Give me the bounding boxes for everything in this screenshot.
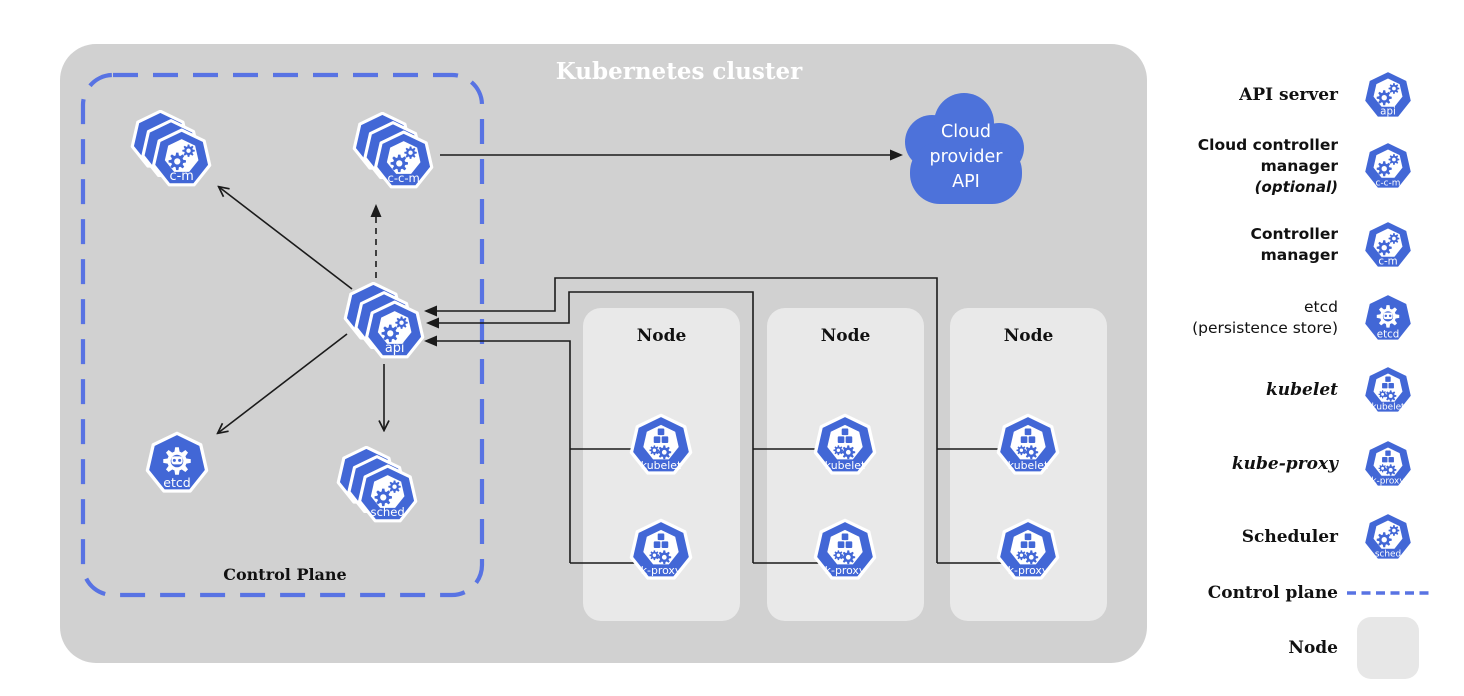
api-server-icon: api [1361, 68, 1415, 122]
legend-row-cloud-controller-manager: Cloud controller manager (optional) c-c-… [1180, 126, 1464, 206]
legend-label-line: manager [1260, 156, 1338, 175]
cloud-label-line1: Cloud [941, 122, 991, 142]
controller-manager-icon: c-m [1361, 218, 1415, 272]
legend-row-node: Node [1180, 608, 1464, 688]
legend-row-controller-manager: Controller manager c-m [1180, 205, 1464, 285]
legend-label-kube-proxy: kube-proxy [1231, 454, 1338, 474]
legend-row-scheduler: Scheduler sched [1180, 497, 1464, 577]
cloud-shape [910, 142, 1022, 204]
node-box-1: Node [583, 308, 740, 621]
legend-label-kubelet: kubelet [1266, 380, 1338, 400]
svg-text:etcd: etcd [1377, 328, 1399, 340]
node-label: Node [636, 326, 687, 346]
legend-label-line: Controller [1250, 225, 1338, 243]
node-label: Node [1003, 326, 1054, 346]
kubelet-icon: kubelet [1361, 363, 1415, 417]
legend-label-api-server: API server [1239, 85, 1338, 105]
legend-label-cloud-controller-manager: Cloud controller manager (optional) [1180, 135, 1338, 198]
legend-row-etcd: etcd (persistence store) etcd [1180, 278, 1464, 358]
legend-label-optional: (optional) [1254, 177, 1338, 196]
legend: API server api Cloud controller manager … [1180, 0, 1464, 696]
cloud-controller-manager-icon: c-c-m [1361, 139, 1415, 193]
svg-text:c-m: c-m [1378, 255, 1397, 267]
legend-label-scheduler: Scheduler [1241, 527, 1338, 547]
cloud-label-line2: provider [930, 147, 1004, 167]
control-plane-label: Control Plane [223, 565, 347, 584]
cluster-title: Kubernetes cluster [555, 58, 803, 85]
legend-label-node: Node [1288, 638, 1338, 658]
svg-text:api: api [1380, 105, 1396, 117]
legend-row-kubelet: kubelet kubelet [1180, 350, 1464, 430]
legend-row-api-server: API server api [1180, 55, 1464, 135]
scheduler-icon: sched [1361, 510, 1415, 564]
kube-proxy-icon: k-proxy [1361, 437, 1415, 491]
svg-text:k-proxy: k-proxy [1371, 476, 1404, 486]
legend-label-line: (persistence store) [1192, 319, 1338, 337]
legend-label-controller-manager: Controller manager [1180, 224, 1338, 266]
legend-label-line: manager [1260, 246, 1338, 264]
etcd-icon: etcd [1361, 291, 1415, 345]
legend-label-etcd: etcd (persistence store) [1180, 297, 1338, 339]
svg-text:kubelet: kubelet [1371, 402, 1405, 412]
node-swatch [1357, 617, 1419, 679]
node-box-3: Node [950, 308, 1107, 621]
legend-label-control-plane: Control plane [1207, 583, 1338, 603]
node-box-2: Node [767, 308, 924, 621]
legend-row-control-plane: Control plane [1180, 553, 1464, 633]
legend-label-line: Cloud controller [1197, 135, 1338, 154]
legend-row-kube-proxy: kube-proxy k-proxy [1180, 424, 1464, 504]
svg-text:c-c-m: c-c-m [1376, 178, 1401, 188]
cloud-label-line3: API [952, 172, 980, 192]
legend-label-line: etcd [1304, 298, 1338, 316]
svg-text:sched: sched [1375, 549, 1401, 559]
cloud-provider-api: Cloud provider API [905, 93, 1024, 204]
node-label: Node [820, 326, 871, 346]
control-plane-line-swatch [1347, 591, 1429, 595]
